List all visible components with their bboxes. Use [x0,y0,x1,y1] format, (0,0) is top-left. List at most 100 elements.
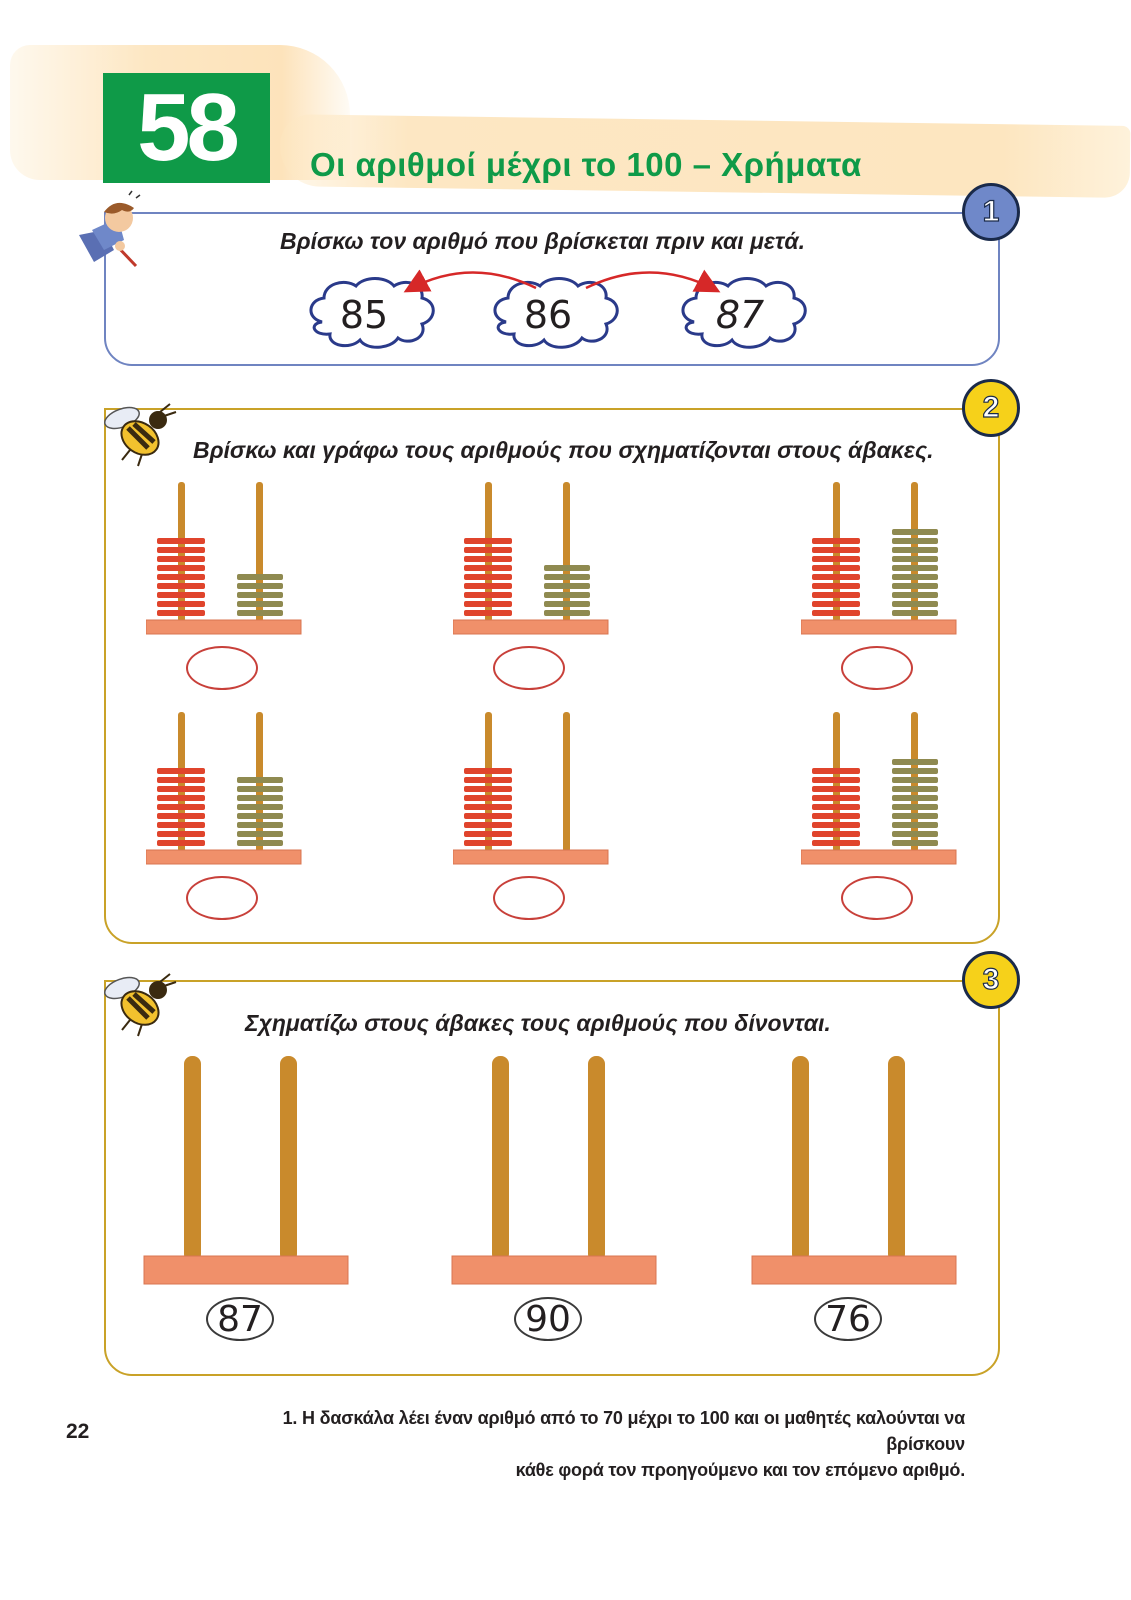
tens-bead [157,813,205,819]
units-bead [892,529,938,535]
units-bead [544,583,590,589]
exercise-3-number: 3 [962,951,1020,1009]
exercise-2-frame [104,408,1000,944]
tens-bead [812,547,860,553]
tens-bead [812,556,860,562]
units-rod [888,1056,905,1262]
tens-bead [812,592,860,598]
units-bead [892,759,938,765]
units-bead [892,777,938,783]
tens-bead [812,574,860,580]
tens-bead [812,601,860,607]
page-title: Οι αριθμοί μέχρι το 100 – Χρήματα [310,146,862,183]
units-bead [892,601,938,607]
units-bead [237,804,283,810]
cloud-current-value: 86 [523,293,573,337]
answer-oval-5[interactable] [493,876,565,920]
tens-bead [157,556,205,562]
tens-bead [464,565,512,571]
tens-bead [157,538,205,544]
units-bead [237,610,283,616]
tens-bead [157,583,205,589]
arrow-to-before [403,269,537,293]
units-bead [892,786,938,792]
empty-abacus-2[interactable] [450,1050,660,1290]
tens-bead [812,804,860,810]
tens-bead [157,795,205,801]
units-bead [237,777,283,783]
exercise-1-frame [104,212,1000,366]
units-bead [892,592,938,598]
tens-bead [464,601,512,607]
tens-bead [812,565,860,571]
answer-oval-3[interactable] [841,646,913,690]
units-bead [544,565,590,571]
tens-bead [157,777,205,783]
abacus-4 [146,712,302,865]
units-bead [237,795,283,801]
target-number-2: 90 [514,1297,582,1341]
answer-oval-4[interactable] [186,876,258,920]
units-rod [563,712,570,852]
units-bead [892,813,938,819]
units-bead [892,795,938,801]
units-bead [237,601,283,607]
tens-bead [464,777,512,783]
lesson-number: 58 [137,74,240,181]
answer-oval-2[interactable] [493,646,565,690]
tens-bead [464,831,512,837]
tens-bead [464,547,512,553]
units-bead [892,610,938,616]
abacus-base [143,1255,349,1285]
units-bead [237,583,283,589]
answer-oval-1[interactable] [186,646,258,690]
abacus-base [801,849,957,865]
tens-bead [464,813,512,819]
tens-bead [464,538,512,544]
exercise-1-clouds [309,269,807,349]
units-bead [892,583,938,589]
units-bead [544,574,590,580]
tens-bead [157,610,205,616]
tens-bead [812,768,860,774]
lesson-number-box: 58 [103,73,270,183]
units-bead [544,601,590,607]
empty-abacus-1[interactable] [142,1050,352,1290]
cloud-after-value: 87 [715,293,765,337]
abacus-2 [453,482,609,635]
abacus-5 [453,712,609,865]
tens-bead [812,538,860,544]
tens-bead [812,610,860,616]
tens-bead [157,768,205,774]
units-bead [892,538,938,544]
tens-bead [464,556,512,562]
tens-rod [184,1056,201,1262]
exercise-2-instruction: Βρίσκω και γράφω τους αριθμούς που σχημα… [193,437,934,463]
tens-bead [157,547,205,553]
tens-bead [812,786,860,792]
tens-bead [157,804,205,810]
units-bead [892,556,938,562]
units-rod [588,1056,605,1262]
tens-bead [464,840,512,846]
units-bead [892,547,938,553]
empty-abacus-3[interactable] [750,1050,960,1290]
tens-bead [157,822,205,828]
arrow-to-after [585,269,721,293]
abacus-base [453,849,609,865]
tens-bead [157,831,205,837]
tens-bead [812,831,860,837]
tens-bead [464,583,512,589]
tens-bead [464,786,512,792]
abacus-base [146,619,302,635]
answer-oval-6[interactable] [841,876,913,920]
tens-bead [812,822,860,828]
tens-bead [157,840,205,846]
tens-rod [492,1056,509,1262]
bee-icon [100,968,180,1040]
units-bead [892,768,938,774]
exercise-3-frame [104,980,1000,1376]
tens-bead [157,601,205,607]
units-bead [892,804,938,810]
tens-bead [464,804,512,810]
